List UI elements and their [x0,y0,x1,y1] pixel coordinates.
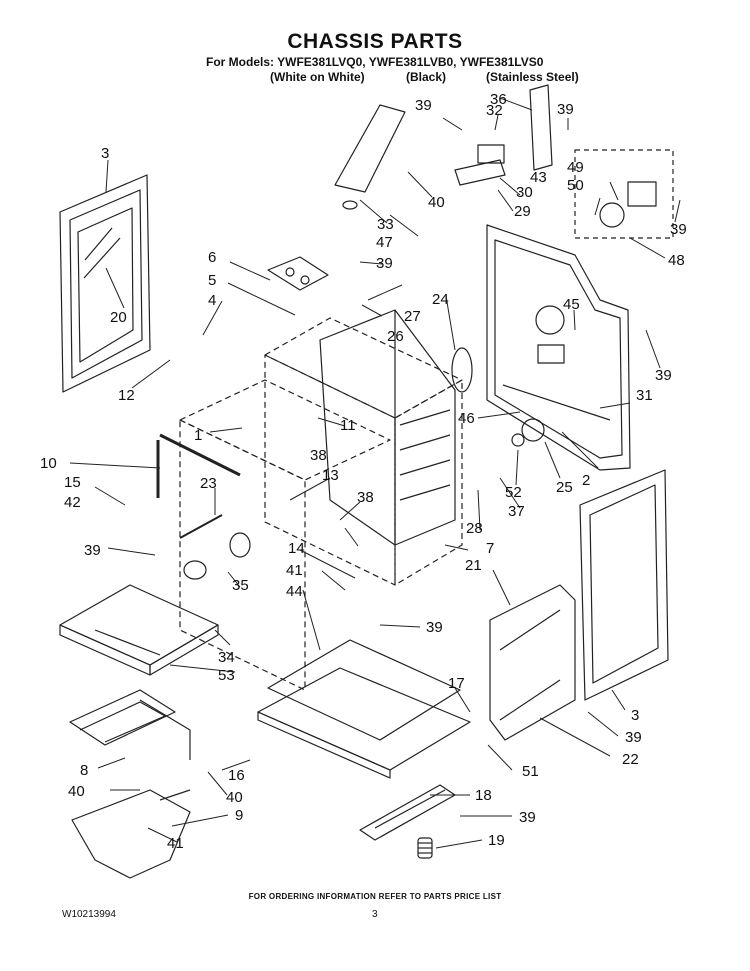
callout-46: 46 [458,410,475,427]
callout-40-c: 40 [226,789,243,806]
callout-23: 23 [200,475,217,492]
callout-7: 7 [486,540,494,557]
callout-53: 53 [218,667,235,684]
callout-39-a: 39 [415,97,432,114]
callout-50: 50 [567,177,584,194]
callout-6: 6 [208,249,216,266]
variant-white: (White on White) [270,70,365,84]
callout-labels: 1 2 3 3 4 5 6 7 8 9 10 11 12 13 14 15 16… [40,91,687,852]
vent-duct-drawing [334,104,406,210]
callout-40-b: 40 [68,783,85,800]
callout-42: 42 [64,494,81,511]
callout-8: 8 [80,762,88,779]
callout-43: 43 [530,169,547,186]
callout-15: 15 [64,474,81,491]
callout-41-a: 41 [286,562,303,579]
bake-element-drawing [69,689,191,760]
callout-10: 10 [40,455,57,472]
callout-19: 19 [488,832,505,849]
broil-element-drawing [71,789,191,879]
callout-40-a: 40 [428,194,445,211]
oven-liner-drawing [319,309,456,546]
callout-39-i: 39 [519,809,536,826]
callout-47: 47 [376,234,393,251]
callout-24: 24 [432,291,449,308]
callout-12: 12 [118,387,135,404]
oven-cavity-drawing [179,317,463,691]
convection-fan-drawing [574,149,674,239]
door-inner-panel-drawing [59,174,151,393]
callout-39-e: 39 [655,367,672,384]
callout-13: 13 [322,467,339,484]
callout-21: 21 [465,557,482,574]
page-number: 3 [372,909,378,920]
burner-bracket-drawing [359,784,456,841]
callout-39-f: 39 [84,542,101,559]
callout-26: 26 [387,328,404,345]
callout-4: 4 [208,292,216,309]
callout-41-b: 41 [167,835,184,852]
models-line: For Models: YWFE381LVQ0, YWFE381LVB0, YW… [206,55,544,69]
callout-37: 37 [508,503,525,520]
callout-39-b: 39 [557,101,574,118]
callout-27: 27 [404,308,421,325]
callout-30: 30 [516,184,533,201]
door-outer-panel-drawing [579,469,669,701]
callout-32: 32 [486,102,503,119]
callout-25: 25 [556,479,573,496]
gasket-drawing [451,347,473,393]
callout-39-d: 39 [376,255,393,272]
storage-drawer-drawing [59,584,219,676]
callout-36: 36 [490,91,507,108]
callout-14: 14 [288,540,305,557]
callout-38-left: 38 [310,447,327,464]
callout-35: 35 [232,577,249,594]
callout-20: 20 [110,309,127,326]
callout-39-g: 39 [426,619,443,636]
callout-38-center: 38 [357,489,374,506]
variant-stainless: (Stainless Steel) [486,70,579,84]
callout-48: 48 [668,252,685,269]
control-bracket-drawing [267,256,329,291]
color-variants: (White on White) (Black) (Stainless Steel) [270,70,579,84]
callout-39-c: 39 [670,221,687,238]
callout-34: 34 [218,649,235,666]
callout-52: 52 [505,484,522,501]
side-panel-drawing [489,584,576,741]
callout-28: 28 [466,520,483,537]
callout-44: 44 [286,583,303,600]
page-title: CHASSIS PARTS [287,30,463,53]
callout-31: 31 [636,387,653,404]
vent-bracket-drawing [454,84,553,186]
callout-33: 33 [377,216,394,233]
callout-51: 51 [522,763,539,780]
callout-1: 1 [194,427,202,444]
oven-bottom-drawing [257,639,471,779]
callout-45: 45 [563,296,580,313]
callout-18: 18 [475,787,492,804]
callout-2: 2 [582,472,590,489]
knob-valve-drawing [183,418,545,580]
callout-29: 29 [514,203,531,220]
callout-5: 5 [208,272,216,289]
callout-3-top: 3 [101,145,109,162]
callout-11: 11 [340,417,356,434]
igniter-drawing [417,837,433,859]
document-number: W10213994 [62,909,116,920]
callout-49: 49 [567,159,584,176]
callout-16: 16 [228,767,245,784]
callout-17: 17 [448,675,465,692]
ordering-note: FOR ORDERING INFORMATION REFER TO PARTS … [248,892,502,901]
callout-39-h: 39 [625,729,642,746]
variant-black: (Black) [406,70,447,84]
callout-9: 9 [235,807,243,824]
callout-3-right: 3 [631,707,639,724]
callout-22: 22 [622,751,639,768]
back-panel-drawing [486,224,631,471]
